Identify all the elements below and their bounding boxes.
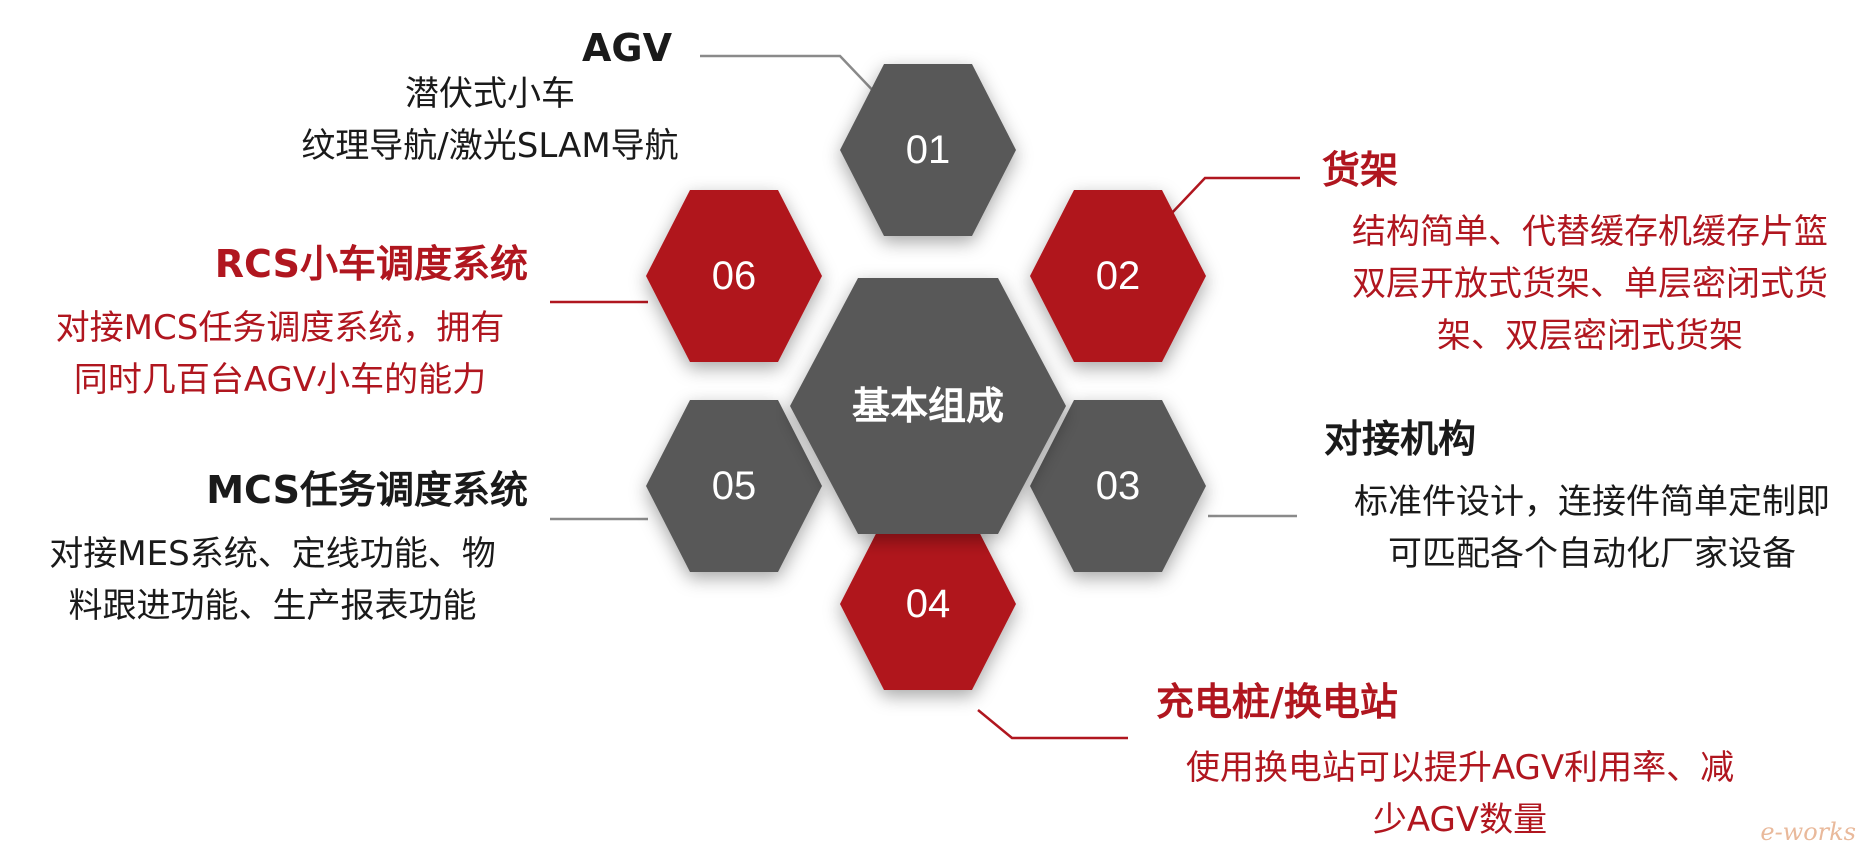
node-01-desc-line-1: 潜伏式小车 <box>405 74 575 114</box>
node-04-title: 充电桩/换电站 <box>1156 680 1398 724</box>
connector-02 <box>1169 176 1300 216</box>
node-04-title-wrap: 充电桩/换电站 <box>1156 678 1398 726</box>
hexagon-05 <box>646 400 822 572</box>
node-06-desc-line-1: 对接MCS任务调度系统，拥有 <box>55 308 505 348</box>
node-05-desc-line-1: 对接MES系统、定线功能、物 <box>49 534 496 574</box>
connector-01 <box>700 54 881 99</box>
watermark-logo: e-works <box>1760 818 1856 846</box>
node-06-title: RCS小车调度系统 <box>214 242 528 286</box>
node-04-desc: 使用换电站可以提升AGV利用率、减 少AGV数量 <box>1150 742 1770 846</box>
node-01-title: AGV <box>581 26 672 70</box>
node-03-desc-line-2: 可匹配各个自动化厂家设备 <box>1388 534 1796 574</box>
node-02-title-wrap: 货架 <box>1322 146 1398 194</box>
node-06-title-wrap: RCS小车调度系统 <box>215 240 528 288</box>
center-label: 基本组成 <box>852 384 1004 428</box>
node-01-desc-line-2: 纹理导航/激光SLAM导航 <box>301 126 679 166</box>
node-04-desc-line-1: 使用换电站可以提升AGV利用率、减 <box>1185 748 1735 788</box>
node-03-title: 对接机构 <box>1324 417 1477 461</box>
node-01-desc: 潜伏式小车 纹理导航/激光SLAM导航 <box>240 68 740 172</box>
node-01-text: AGV <box>582 24 672 72</box>
node-05-title-wrap: MCS任务调度系统 <box>206 466 528 514</box>
hexagon-04 <box>840 518 1016 690</box>
hexagon-02-label: 02 <box>1096 254 1141 298</box>
hexagon-02 <box>1030 190 1206 362</box>
node-02-desc-line-1: 结构简单、代替缓存机缓存片篮 <box>1352 212 1828 252</box>
connector-04 <box>977 709 1128 740</box>
hexagon-03-label: 03 <box>1096 464 1141 508</box>
node-05-desc: 对接MES系统、定线功能、物 料跟进功能、生产报表功能 <box>20 528 525 632</box>
hexagon-04-label: 04 <box>906 582 951 626</box>
node-04-desc-line-2: 少AGV数量 <box>1372 800 1548 840</box>
hexagon-06 <box>646 190 822 362</box>
node-02-desc-line-2: 双层开放式货架、单层密闭式货 <box>1352 264 1828 304</box>
center-hexagon <box>790 278 1066 534</box>
node-05-desc-line-2: 料跟进功能、生产报表功能 <box>68 586 477 626</box>
node-02-title: 货架 <box>1322 148 1399 192</box>
node-02-desc-line-3: 架、双层密闭式货架 <box>1437 316 1743 356</box>
node-06-desc: 对接MCS任务调度系统，拥有 同时几百台AGV小车的能力 <box>20 302 540 406</box>
node-03-title-wrap: 对接机构 <box>1324 415 1476 463</box>
node-02-desc: 结构简单、代替缓存机缓存片篮 双层开放式货架、单层密闭式货 架、双层密闭式货架 <box>1320 206 1860 362</box>
node-03-desc: 标准件设计，连接件简单定制即 可匹配各个自动化厂家设备 <box>1322 476 1862 580</box>
node-05-title: MCS任务调度系统 <box>206 468 528 512</box>
hexagon-01 <box>840 64 1016 236</box>
hexagon-01-label: 01 <box>906 128 951 172</box>
hexagon-05-label: 05 <box>712 464 757 508</box>
hexagon-06-label: 06 <box>712 254 757 298</box>
node-06-desc-line-2: 同时几百台AGV小车的能力 <box>73 360 487 400</box>
node-03-desc-line-1: 标准件设计，连接件简单定制即 <box>1354 482 1830 522</box>
hexagon-03 <box>1030 400 1206 572</box>
